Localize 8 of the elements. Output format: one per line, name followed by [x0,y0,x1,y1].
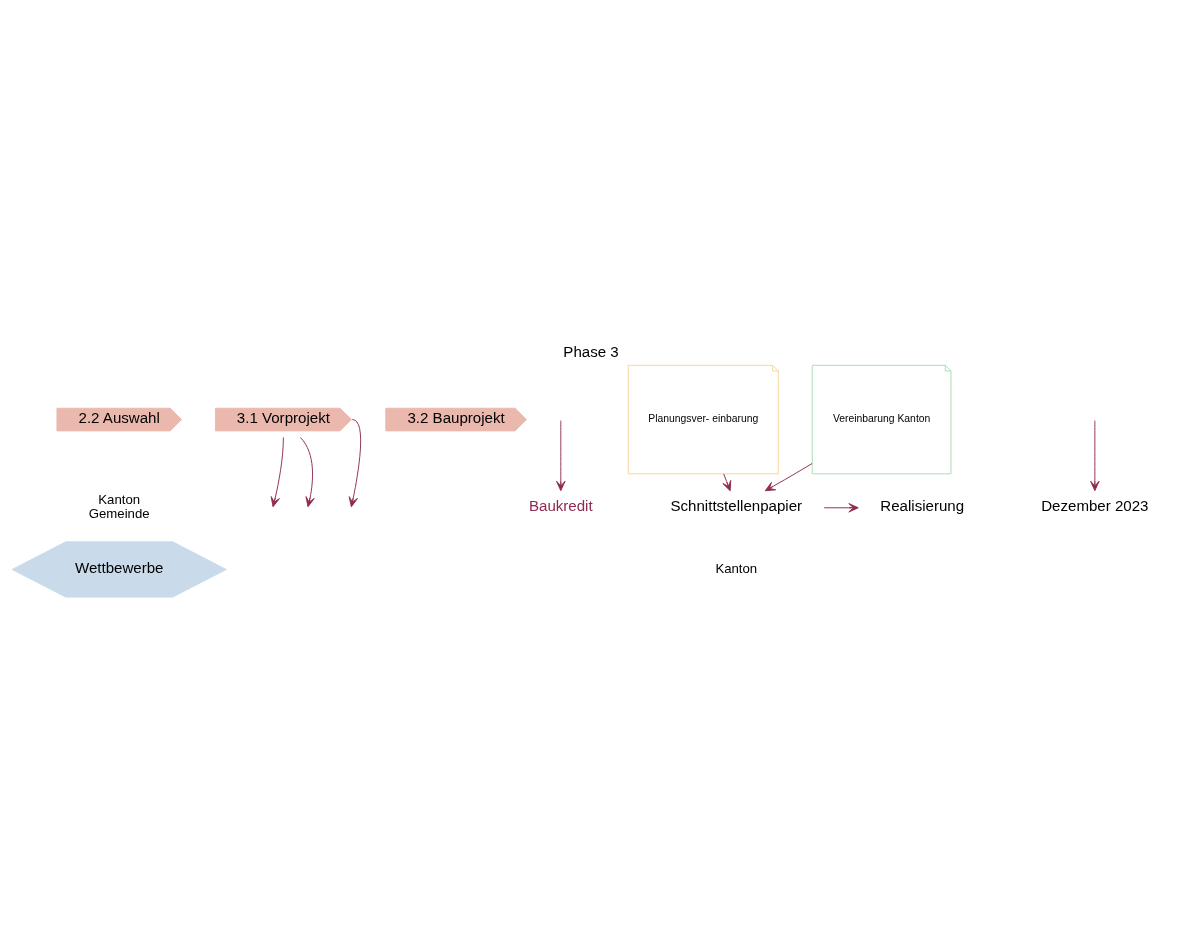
node-text: Realisierung [880,496,965,514]
node-text: Dezember 2023 [1041,496,1149,514]
node-text: Schnittstellenpapier [670,496,803,514]
diagram-title: Phase 3 [563,342,619,360]
node-text: Baukredit [528,496,593,514]
node-label: Gemeinde [88,505,150,521]
node-label: Kanton [98,491,141,507]
node-label: Kanton [715,560,758,576]
